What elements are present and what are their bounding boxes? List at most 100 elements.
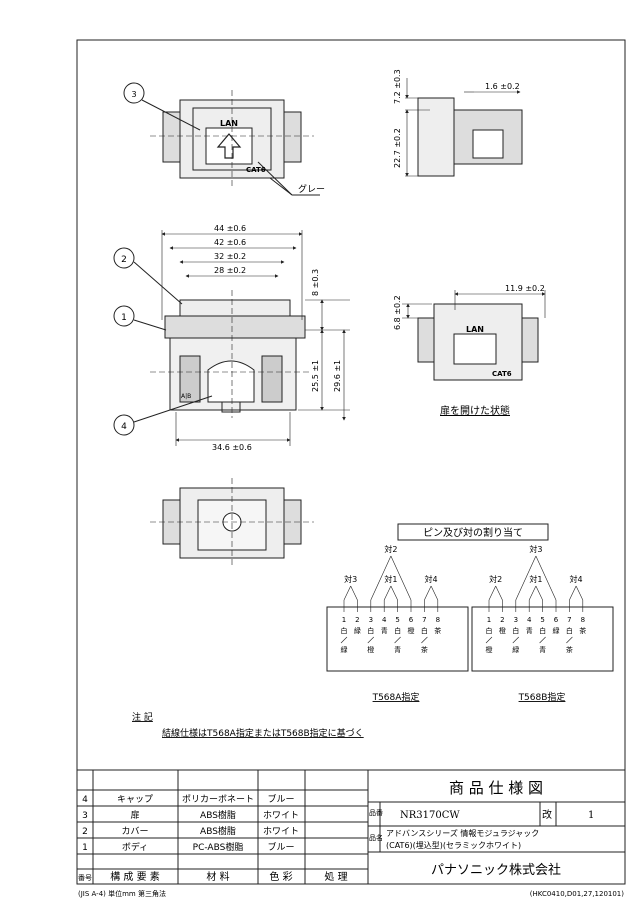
pair-label: 対2 (489, 574, 502, 584)
open-caption: 扉を開けた状態 (440, 404, 510, 417)
pin-color: 白 (367, 626, 374, 635)
parts-cell-name: キャップ (117, 794, 153, 805)
balloon-3: 3 (131, 90, 136, 99)
pin-title: ピン及び対の割り当て (423, 526, 523, 539)
pin-color-stripe: 茶 (566, 645, 573, 654)
pin-color: 白 (341, 626, 348, 635)
pair-label: 対4 (570, 574, 583, 584)
front-view (113, 230, 350, 446)
parts-cell-color: ブルー (267, 793, 294, 805)
product-name-2: (CAT6)(埋込型)(セラミックホワイト) (386, 840, 521, 850)
parts-cell-color: ホワイト (263, 826, 299, 837)
t568a-label: T568A指定 (372, 691, 420, 703)
pair-label: 対1 (529, 574, 542, 584)
parts-cell-no: 4 (82, 795, 88, 805)
bottom-view (150, 478, 314, 566)
sheet-title: 商 品 仕 様 図 (449, 779, 543, 797)
pin-number: 8 (581, 616, 585, 624)
side-dim-v2: 22.7 ±0.2 (393, 128, 402, 168)
cat6-label-open: CAT6 (492, 370, 512, 378)
parts-cell-no: 3 (82, 811, 88, 821)
dim-28: 28 ±0.2 (214, 266, 246, 275)
cat6-label-top: CAT6 (246, 166, 266, 174)
product-number: NR3170CW (400, 810, 460, 821)
dim-42: 42 ±0.6 (214, 238, 246, 247)
balloon-2: 2 (121, 255, 127, 265)
parts-cell-no: 1 (82, 843, 88, 853)
pin-color: 緑 (354, 626, 361, 635)
pin-color: 白 (539, 626, 546, 635)
ab-label: A|B (181, 393, 191, 400)
pin-color-stripe: 緑 (341, 645, 348, 654)
dim-32: 32 ±0.2 (214, 252, 246, 261)
parts-cell-name: 扉 (130, 809, 139, 821)
footer-right: (HKC0410,D01,27,120101) (530, 890, 625, 898)
pin-number: 5 (540, 616, 544, 624)
pin-number: 7 (567, 616, 571, 624)
name-label: 品名 (369, 833, 383, 842)
dim-8: 8 ±0.3 (311, 269, 320, 296)
pin-color: 白 (486, 626, 493, 635)
pin-color-stripe: 橙 (486, 645, 493, 654)
pin-color: 緑 (553, 626, 560, 635)
parts-header-color: 色 彩 (269, 870, 292, 883)
pin-number: 7 (422, 616, 426, 624)
pin-color: 白 (421, 626, 428, 635)
balloon-1: 1 (121, 313, 127, 323)
parts-header-name: 構 成 要 素 (110, 870, 160, 883)
title-block (367, 769, 626, 885)
pair-label: 対2 (384, 544, 397, 554)
pin-number: 5 (395, 616, 399, 624)
side-dim-v1: 7.2 ±0.3 (393, 69, 402, 104)
pin-number: 4 (527, 616, 532, 624)
open-dim-v: 6.8 ±0.2 (393, 295, 402, 330)
side-dim-top: 1.6 ±0.2 (485, 82, 520, 91)
dim-29-6: 29.6 ±1 (333, 360, 342, 392)
pin-number: 4 (382, 616, 387, 624)
pin-number: 6 (409, 616, 414, 624)
side-view (405, 78, 523, 177)
pin-number: 2 (500, 616, 504, 624)
pin-assignment (326, 523, 614, 672)
pin-color: 橙 (499, 626, 506, 635)
parts-cell-color: ホワイト (263, 810, 299, 821)
pin-color: 白 (512, 626, 519, 635)
open-dim-top: 11.9 ±0.2 (505, 284, 545, 293)
pair-label: 対3 (529, 544, 542, 554)
parts-cell-color: ブルー (267, 841, 294, 853)
pin-color-stripe: 茶 (421, 645, 428, 654)
parts-cell-no: 2 (82, 827, 88, 837)
pin-color: 青 (526, 626, 533, 635)
parts-header-no: 番号 (78, 874, 92, 882)
open-view (402, 290, 546, 381)
pin-color: 青 (381, 626, 388, 635)
parts-cell-material: ポリカーボネート (182, 794, 254, 805)
balloon-4: 4 (121, 422, 127, 432)
parts-cell-name: ボディ (122, 841, 148, 853)
pair-label: 対1 (384, 574, 397, 584)
pin-number: 8 (436, 616, 440, 624)
pin-color: 白 (394, 626, 401, 635)
pin-color: 茶 (579, 626, 586, 635)
dim-34-6: 34.6 ±0.6 (212, 443, 252, 452)
lan-label-open: LAN (466, 325, 484, 334)
pin-number: 3 (514, 616, 518, 624)
dim-44: 44 ±0.6 (214, 224, 246, 233)
pin-number: 6 (554, 616, 559, 624)
lan-label-top: LAN (220, 119, 238, 128)
pin-number: 1 (342, 616, 346, 624)
pin-color: 橙 (408, 626, 415, 635)
t568b-label: T568B指定 (518, 691, 566, 703)
pair-label: 対3 (344, 574, 357, 584)
note-text: 結線仕様はT568A指定またはT568B指定に基づく (162, 727, 364, 739)
pin-color-stripe: 緑 (512, 645, 519, 654)
footer-left: (JIS A-4) 単位mm 第三角法 (78, 889, 166, 898)
dim-25-5: 25.5 ±1 (311, 360, 320, 392)
rev-label: 改 (542, 808, 552, 821)
parts-cell-name: カバー (121, 826, 148, 837)
pin-color-stripe: 青 (394, 645, 401, 654)
parts-cell-material: PC-ABS樹脂 (193, 841, 244, 853)
note-title: 注 記 (132, 711, 153, 723)
